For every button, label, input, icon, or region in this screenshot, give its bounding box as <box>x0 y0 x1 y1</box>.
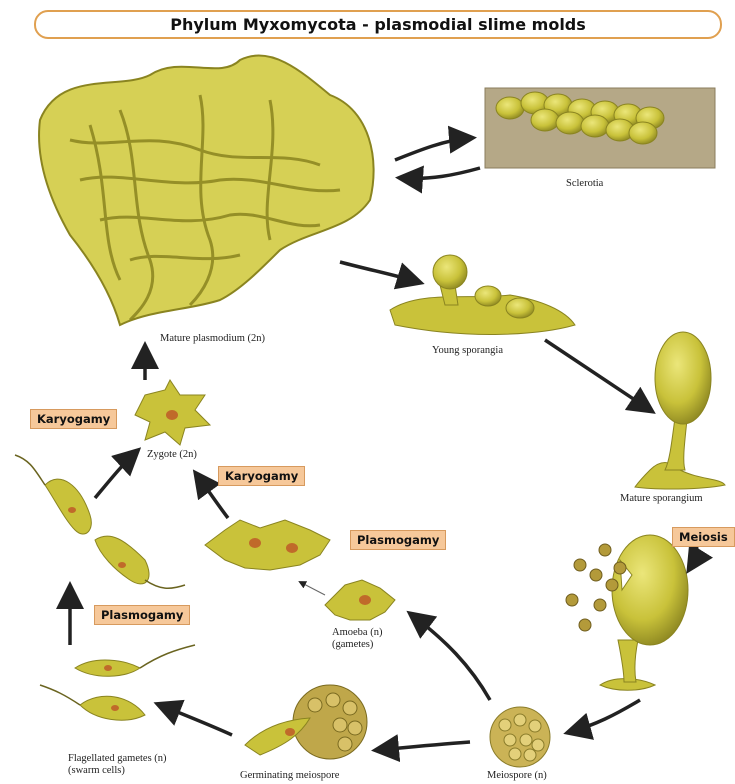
tag-plasmogamy-center: Plasmogamy <box>350 530 446 550</box>
young-sporangia-illustration <box>390 255 575 334</box>
amoeba-illustration <box>325 580 395 620</box>
releasing-sporangium-illustration <box>566 535 688 690</box>
label-mature-sporangium: Mature sporangium <box>620 493 703 505</box>
label-young-sporangia: Young sporangia <box>432 345 503 357</box>
meiospore-illustration <box>490 707 550 767</box>
mature-plasmodium-illustration <box>39 55 374 325</box>
label-sclerotia: Sclerotia <box>566 178 603 190</box>
label-zygote: Zygote (2n) <box>147 449 197 461</box>
label-flagellated-gametes: Flagellated gametes (n) (swarm cells) <box>68 753 167 777</box>
label-amoeba-line1: Amoeba (n) <box>332 627 382 639</box>
faint-arrow <box>300 582 325 595</box>
fusing-swarm-cells-illustration <box>15 455 185 588</box>
fusing-amoebae-illustration <box>205 520 330 570</box>
germinating-meiospore-illustration <box>245 685 367 759</box>
tag-karyogamy-left: Karyogamy <box>30 409 117 429</box>
sclerotia-illustration <box>485 88 715 168</box>
label-amoeba: Amoeba (n) (gametes) <box>332 627 382 651</box>
label-amoeba-line2: (gametes) <box>332 639 382 651</box>
label-flagellated-gametes-line2: (swarm cells) <box>68 765 167 777</box>
tag-meiosis: Meiosis <box>672 527 735 547</box>
label-flagellated-gametes-line1: Flagellated gametes (n) <box>68 753 167 765</box>
tag-karyogamy-center: Karyogamy <box>218 466 305 486</box>
label-mature-plasmodium: Mature plasmodium (2n) <box>160 333 265 345</box>
label-germinating-meiospore: Germinating meiospore <box>240 770 339 782</box>
label-meiospore: Meiospore (n) <box>487 770 547 782</box>
zygote-illustration <box>135 380 210 445</box>
tag-plasmogamy-left: Plasmogamy <box>94 605 190 625</box>
